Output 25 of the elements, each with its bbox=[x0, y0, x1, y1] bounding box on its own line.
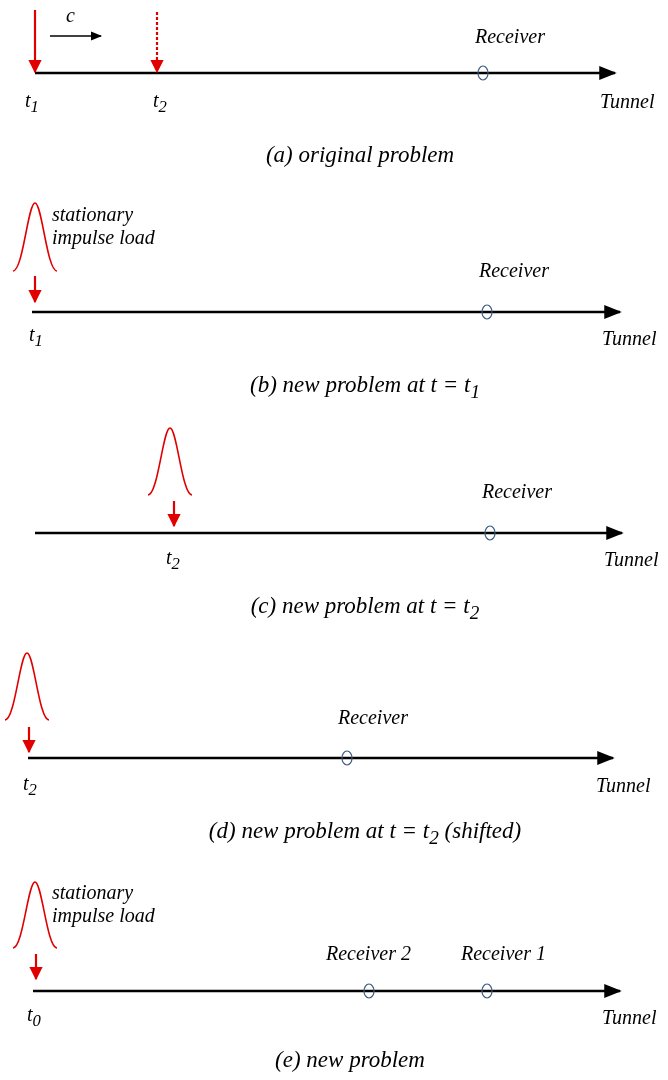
caption: (c) new problem at t = t$_{2}$ bbox=[250, 593, 480, 624]
receiver-label: Receiver 1 bbox=[461, 942, 546, 965]
load-label: stationary impulse load bbox=[52, 203, 156, 249]
variable-label: c bbox=[66, 4, 75, 27]
time-label: t$_{1}$ bbox=[29, 323, 43, 351]
axis-label: Tunnel bbox=[604, 548, 659, 571]
time-label: t$_{2}$ bbox=[166, 546, 180, 574]
caption: (a) original problem bbox=[265, 142, 455, 169]
caption: (d) new problem at t = t$_{2}$ (shifted) bbox=[208, 818, 522, 849]
caption: (b) new problem at t = t$_{1}$ bbox=[250, 372, 480, 403]
receiver-label: Receiver bbox=[479, 259, 549, 282]
caption: (e) new problem bbox=[275, 1047, 425, 1074]
time-label: t$_{2}$ bbox=[23, 772, 37, 800]
load-label: stationary impulse load bbox=[52, 881, 156, 927]
axis-label: Tunnel bbox=[602, 327, 657, 350]
axis-label: Tunnel bbox=[596, 774, 651, 797]
time-label: t$_{2}$ bbox=[153, 89, 167, 117]
time-label: t$_{1}$ bbox=[25, 89, 39, 117]
receiver-label: Receiver bbox=[482, 480, 552, 503]
time-label: t$_{0}$ bbox=[27, 1003, 41, 1031]
axis-label: Tunnel bbox=[600, 90, 655, 113]
axis-label: Tunnel bbox=[602, 1006, 657, 1029]
receiver-label: Receiver bbox=[475, 25, 545, 48]
receiver-label: Receiver 2 bbox=[326, 942, 411, 965]
receiver-label: Receiver bbox=[338, 706, 408, 729]
